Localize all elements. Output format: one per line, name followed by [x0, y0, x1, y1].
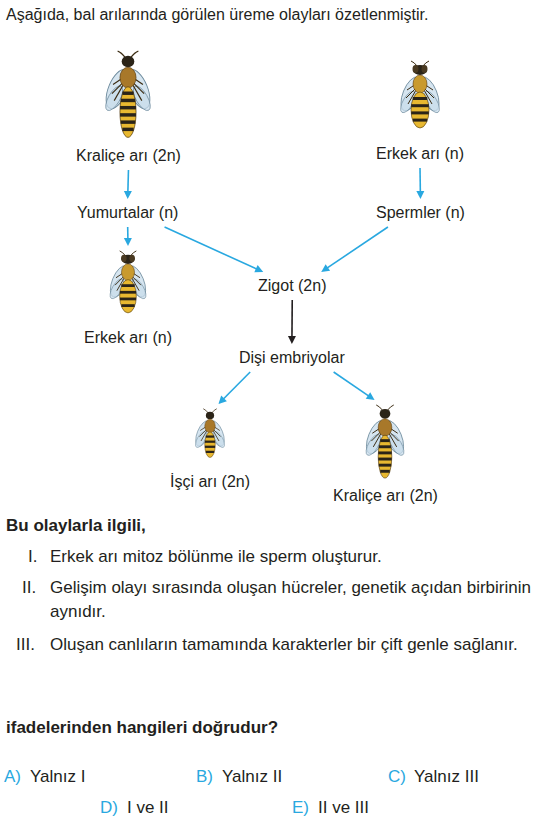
node-text: Kraliçe arı (2n)	[333, 486, 438, 506]
flow-arrow	[416, 168, 424, 199]
option-letter: B)	[196, 765, 213, 789]
bee-illustration	[355, 404, 415, 482]
stage-label: Yumurtalar (n)	[75, 203, 180, 223]
flow-arrow	[124, 227, 132, 246]
flow-arrow	[124, 170, 132, 199]
stage-label: Zigot (2n)	[256, 276, 328, 296]
question-text: ifadelerinden hangileri doğrudur?	[6, 716, 278, 740]
question-text: Yalnız II	[222, 765, 282, 789]
question-text: II ve III	[318, 796, 369, 820]
bee-illustration	[191, 408, 229, 468]
question-text: Erkek arı mitoz bölünme ile sperm oluştu…	[50, 545, 536, 569]
question-text: II.	[22, 576, 36, 600]
flow-arrow	[288, 300, 296, 344]
bee-node: Erkek arı (n)	[82, 250, 174, 348]
bee-node: Kraliçe arı (2n)	[74, 50, 183, 166]
node-text: Erkek arı (n)	[376, 144, 464, 164]
node-text: Yumurtalar (n)	[77, 203, 178, 223]
bee-illustration	[99, 50, 157, 142]
node-text: Zigot (2n)	[258, 276, 326, 296]
option-letter: D)	[100, 796, 118, 820]
node-text: Dişi embriyolar	[239, 348, 345, 368]
bee-illustration	[102, 250, 154, 324]
question-text: Gelişim olayı sırasında oluşan hücreler,…	[50, 576, 536, 624]
bee-illustration	[392, 60, 448, 140]
question-text: Yalnız I	[30, 765, 85, 789]
bee-node: Kraliçe arı (2n)	[331, 404, 440, 506]
stage-label: Dişi embriyolar	[237, 348, 347, 368]
question-text: I ve II	[127, 796, 169, 820]
option-letter: E)	[292, 796, 309, 820]
stage-label: Spermler (n)	[374, 203, 467, 223]
question-text: Oluşan canlıların tamamında karakterler …	[50, 633, 536, 657]
node-text: Erkek arı (n)	[84, 328, 172, 348]
question-text: I.	[28, 545, 37, 569]
flow-arrow	[218, 372, 250, 404]
bee-node: Erkek arı (n)	[374, 60, 466, 164]
flow-arrow	[321, 227, 388, 272]
bee-node: İşçi arı (2n)	[168, 408, 252, 492]
node-text: Spermler (n)	[376, 203, 465, 223]
option-letter: A)	[4, 765, 21, 789]
flow-arrow	[165, 227, 264, 272]
option-letter: C)	[388, 765, 406, 789]
intro-text: Aşağıda, bal arılarında görülen üreme ol…	[6, 6, 428, 24]
node-text: İşçi arı (2n)	[170, 472, 250, 492]
flow-arrow	[334, 372, 375, 400]
question-text: Yalnız III	[414, 765, 479, 789]
question-text: III.	[16, 633, 35, 657]
question-text: Bu olaylarla ilgili,	[6, 514, 146, 538]
node-text: Kraliçe arı (2n)	[76, 146, 181, 166]
